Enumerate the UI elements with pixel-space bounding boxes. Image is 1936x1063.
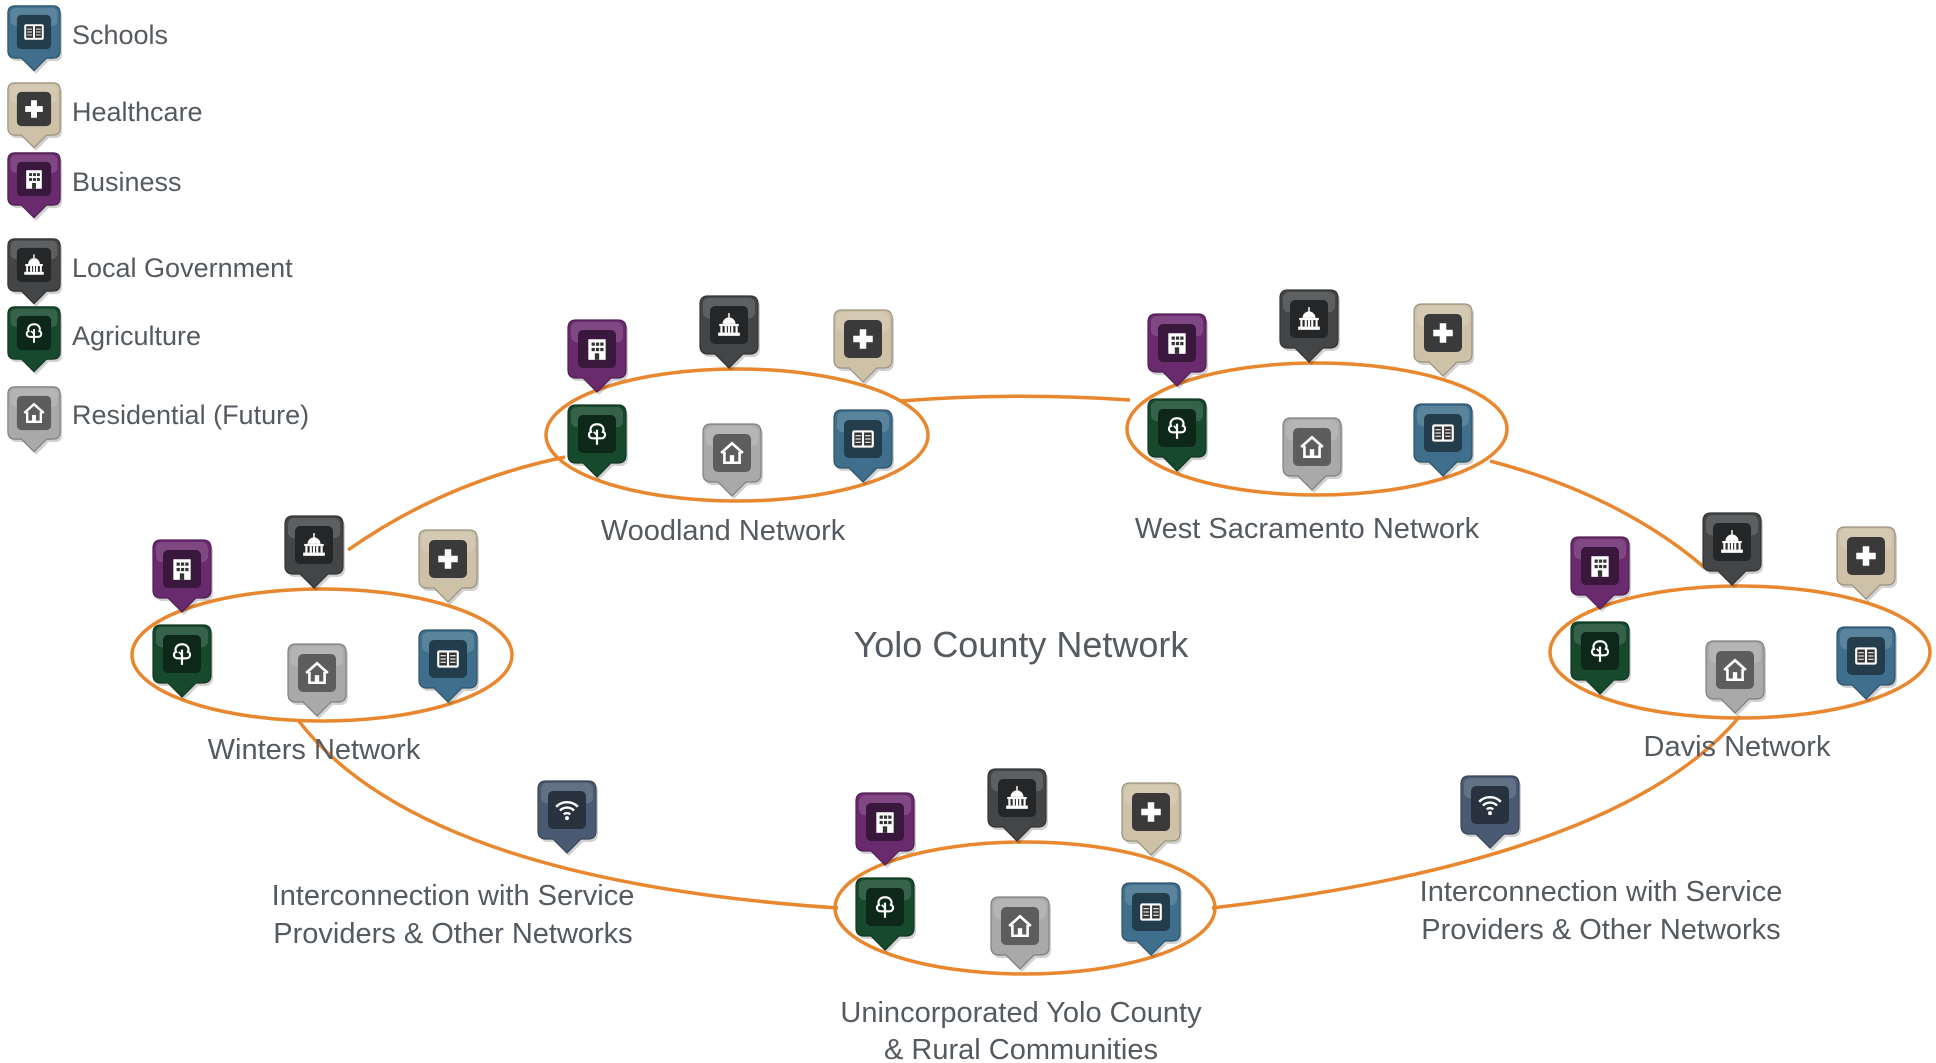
label-interconnection-left-line2: Providers & Other Networks bbox=[273, 918, 632, 950]
west-sacramento-gov-pin bbox=[1279, 289, 1340, 365]
winters-health-pin bbox=[418, 529, 479, 605]
link-winters-woodland bbox=[346, 455, 566, 552]
legend-label-local-government: Local Government bbox=[72, 253, 293, 283]
woodland-business-pin bbox=[567, 319, 628, 395]
label-interconnection-right-line2: Providers & Other Networks bbox=[1421, 914, 1780, 946]
book-icon bbox=[851, 429, 875, 449]
link-westsac-davis bbox=[1489, 459, 1707, 570]
link-davis-unincorporated bbox=[1211, 714, 1742, 910]
winters-res-pin bbox=[287, 643, 348, 719]
label-interconnection-right-line1: Interconnection with Service bbox=[1420, 876, 1783, 908]
book-icon bbox=[23, 23, 45, 41]
ring-davis bbox=[1548, 584, 1932, 720]
legend-pin-schools bbox=[7, 5, 63, 74]
west-sacramento-health-pin bbox=[1413, 303, 1474, 379]
woodland-school-pin bbox=[833, 409, 894, 485]
book-icon bbox=[436, 649, 460, 669]
book-icon bbox=[1854, 646, 1878, 666]
label-davis-network: Davis Network bbox=[1644, 731, 1831, 763]
davis-ag-pin bbox=[1570, 621, 1631, 697]
ring-woodland bbox=[544, 367, 930, 503]
legend-pin-agriculture bbox=[7, 306, 63, 375]
building-icon bbox=[173, 559, 191, 580]
davis-business-pin bbox=[1570, 536, 1631, 612]
legend-pin-healthcare bbox=[7, 82, 63, 151]
davis-gov-pin bbox=[1702, 512, 1763, 588]
legend-pin-residential bbox=[7, 386, 63, 455]
unincorporated-business-pin bbox=[855, 792, 916, 868]
label-woodland-network: Woodland Network bbox=[601, 515, 846, 547]
unincorporated-res-pin bbox=[990, 896, 1051, 972]
ring-unincorporated bbox=[833, 840, 1217, 976]
winters-school-pin bbox=[418, 629, 479, 705]
davis-school-pin bbox=[1836, 626, 1897, 702]
winters-gov-pin bbox=[284, 515, 345, 591]
legend-label-business: Business bbox=[72, 167, 182, 197]
woodland-ag-pin bbox=[567, 404, 628, 480]
legend-label-agriculture: Agriculture bbox=[72, 321, 201, 351]
link-winters-unincorporated bbox=[296, 718, 839, 910]
interconnection-right-wifi-pin bbox=[1460, 775, 1521, 851]
label-winters-network: Winters Network bbox=[208, 734, 421, 766]
west-sacramento-school-pin bbox=[1413, 403, 1474, 479]
label-west-sacramento-network: West Sacramento Network bbox=[1135, 513, 1480, 545]
winters-business-pin bbox=[152, 539, 213, 615]
davis-res-pin bbox=[1705, 640, 1766, 716]
woodland-res-pin bbox=[702, 423, 763, 499]
legend-label-residential: Residential (Future) bbox=[72, 400, 309, 430]
building-icon bbox=[876, 812, 894, 833]
building-icon bbox=[1168, 333, 1186, 354]
interconnection-left-wifi-pin bbox=[537, 780, 598, 856]
ring-west-sacramento bbox=[1125, 361, 1509, 497]
ring-winters bbox=[130, 587, 514, 723]
legend-label-healthcare: Healthcare bbox=[72, 97, 203, 127]
west-sacramento-res-pin bbox=[1282, 417, 1343, 493]
legend-pin-local-government bbox=[7, 238, 63, 307]
book-icon bbox=[1139, 902, 1163, 922]
building-icon bbox=[26, 170, 42, 189]
unincorporated-ag-pin bbox=[855, 877, 916, 953]
winters-ag-pin bbox=[152, 624, 213, 700]
building-icon bbox=[588, 339, 606, 360]
legend-pin-business bbox=[7, 152, 63, 221]
book-icon bbox=[1431, 423, 1455, 443]
davis-health-pin bbox=[1836, 526, 1897, 602]
unincorporated-health-pin bbox=[1121, 782, 1182, 858]
building-icon bbox=[1591, 556, 1609, 577]
network-links bbox=[296, 394, 1742, 910]
west-sacramento-ag-pin bbox=[1147, 398, 1208, 474]
label-interconnection-left-line1: Interconnection with Service bbox=[272, 880, 635, 912]
center-title: Yolo County Network bbox=[854, 624, 1190, 665]
legend-label-schools: Schools bbox=[72, 20, 168, 50]
unincorporated-school-pin bbox=[1121, 882, 1182, 958]
label-unincorporated-line1: Unincorporated Yolo County bbox=[840, 997, 1202, 1029]
unincorporated-gov-pin bbox=[987, 768, 1048, 844]
link-woodland-westsac bbox=[899, 394, 1131, 403]
woodland-health-pin bbox=[833, 309, 894, 385]
woodland-gov-pin bbox=[699, 295, 760, 371]
west-sacramento-business-pin bbox=[1147, 313, 1208, 389]
label-unincorporated-line2: & Rural Communities bbox=[884, 1034, 1158, 1063]
